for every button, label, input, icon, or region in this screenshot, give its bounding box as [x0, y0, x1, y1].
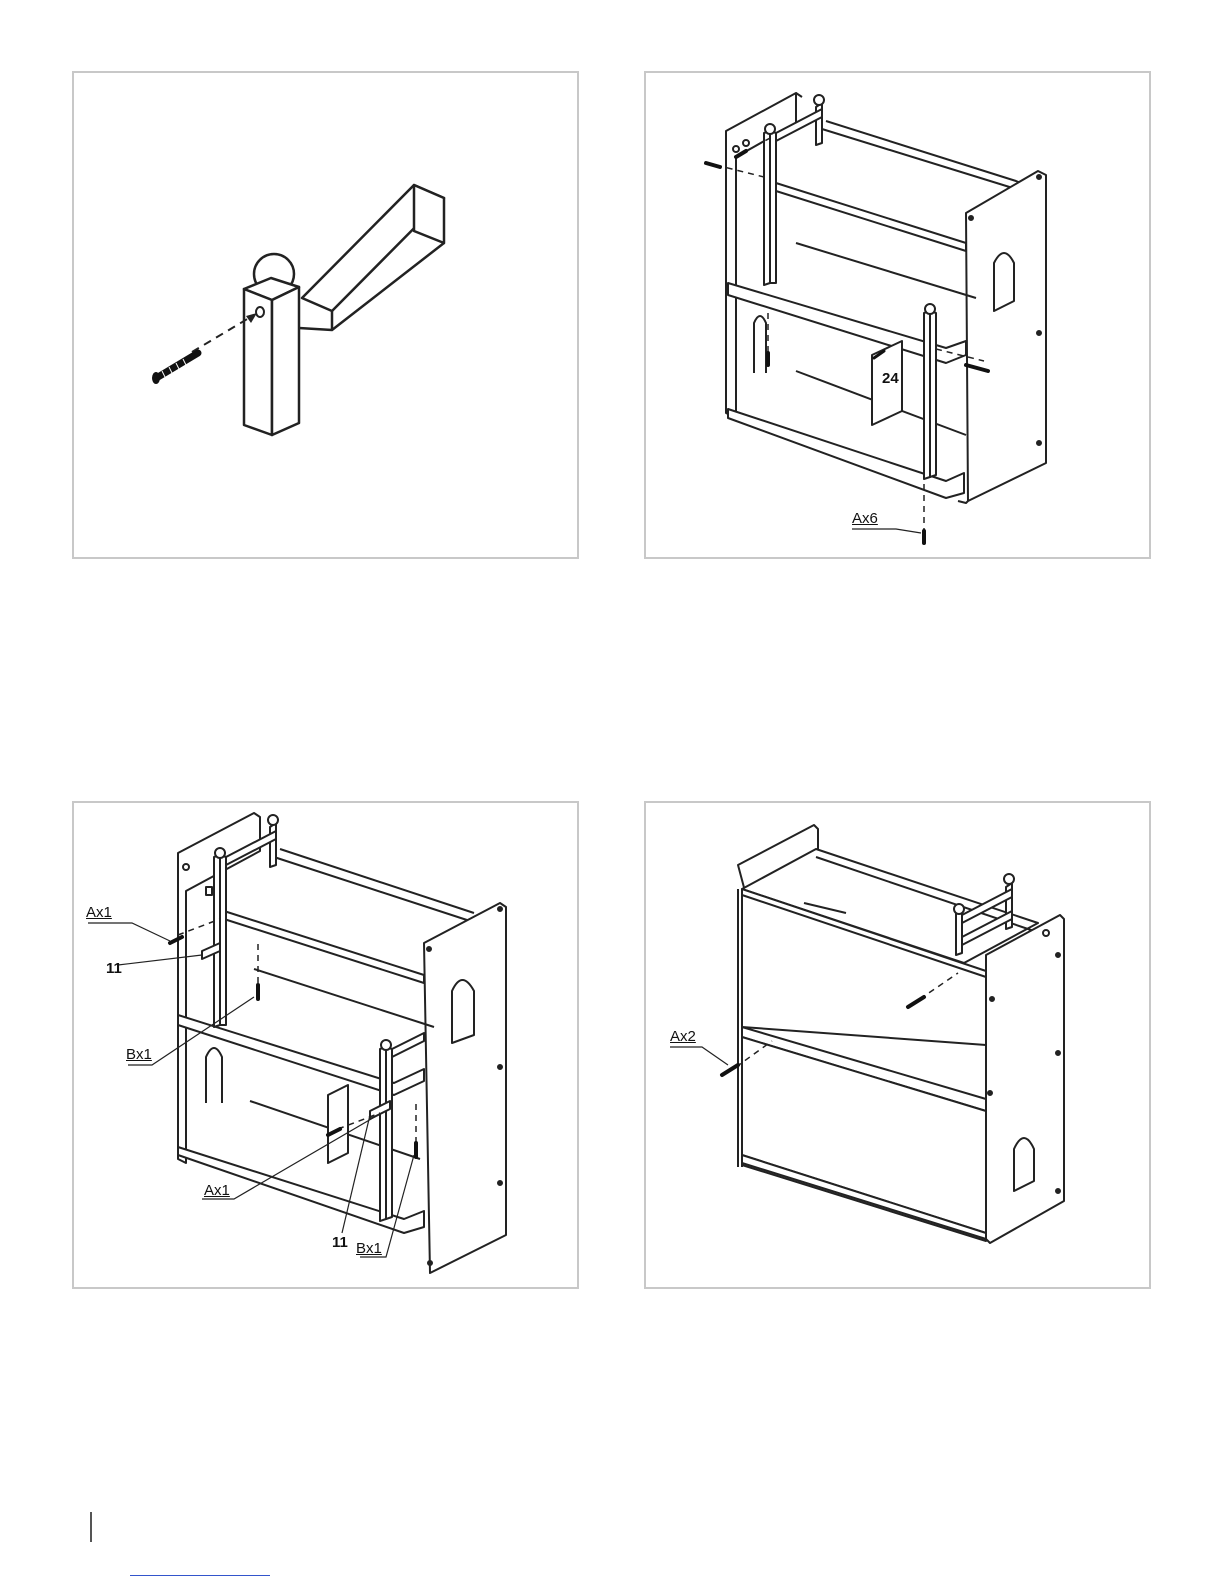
step-4-panel: Ax2 [644, 801, 1151, 1289]
post-and-rail-diagram [74, 73, 581, 561]
part-label-11-top: 11 [106, 961, 122, 976]
shelf-assembly-diagram-step-2 [646, 73, 1153, 561]
part-label-24: 24 [882, 371, 899, 386]
fastener-label-b1-left: Bx1 [126, 1047, 152, 1062]
part-label-11-bottom: 11 [332, 1235, 348, 1250]
step-2-panel: 24 Ax6 [644, 71, 1151, 559]
fastener-count-label: Ax2 [670, 1029, 696, 1044]
fastener-label-a1-top: Ax1 [86, 905, 112, 920]
fastener-count-label: Ax6 [852, 511, 878, 526]
fastener-label-b1-bottom: Bx1 [356, 1241, 382, 1256]
bottom-link-underline [130, 1575, 270, 1576]
back-panel-assembly-diagram [646, 803, 1153, 1291]
screw-icon [152, 353, 198, 384]
step-3-panel: Ax1 11 Bx1 Ax1 11 Bx1 [72, 801, 579, 1289]
fastener-label-a1-bottom: Ax1 [204, 1183, 230, 1198]
step-1-panel [72, 71, 579, 559]
margin-rule [90, 1512, 92, 1542]
